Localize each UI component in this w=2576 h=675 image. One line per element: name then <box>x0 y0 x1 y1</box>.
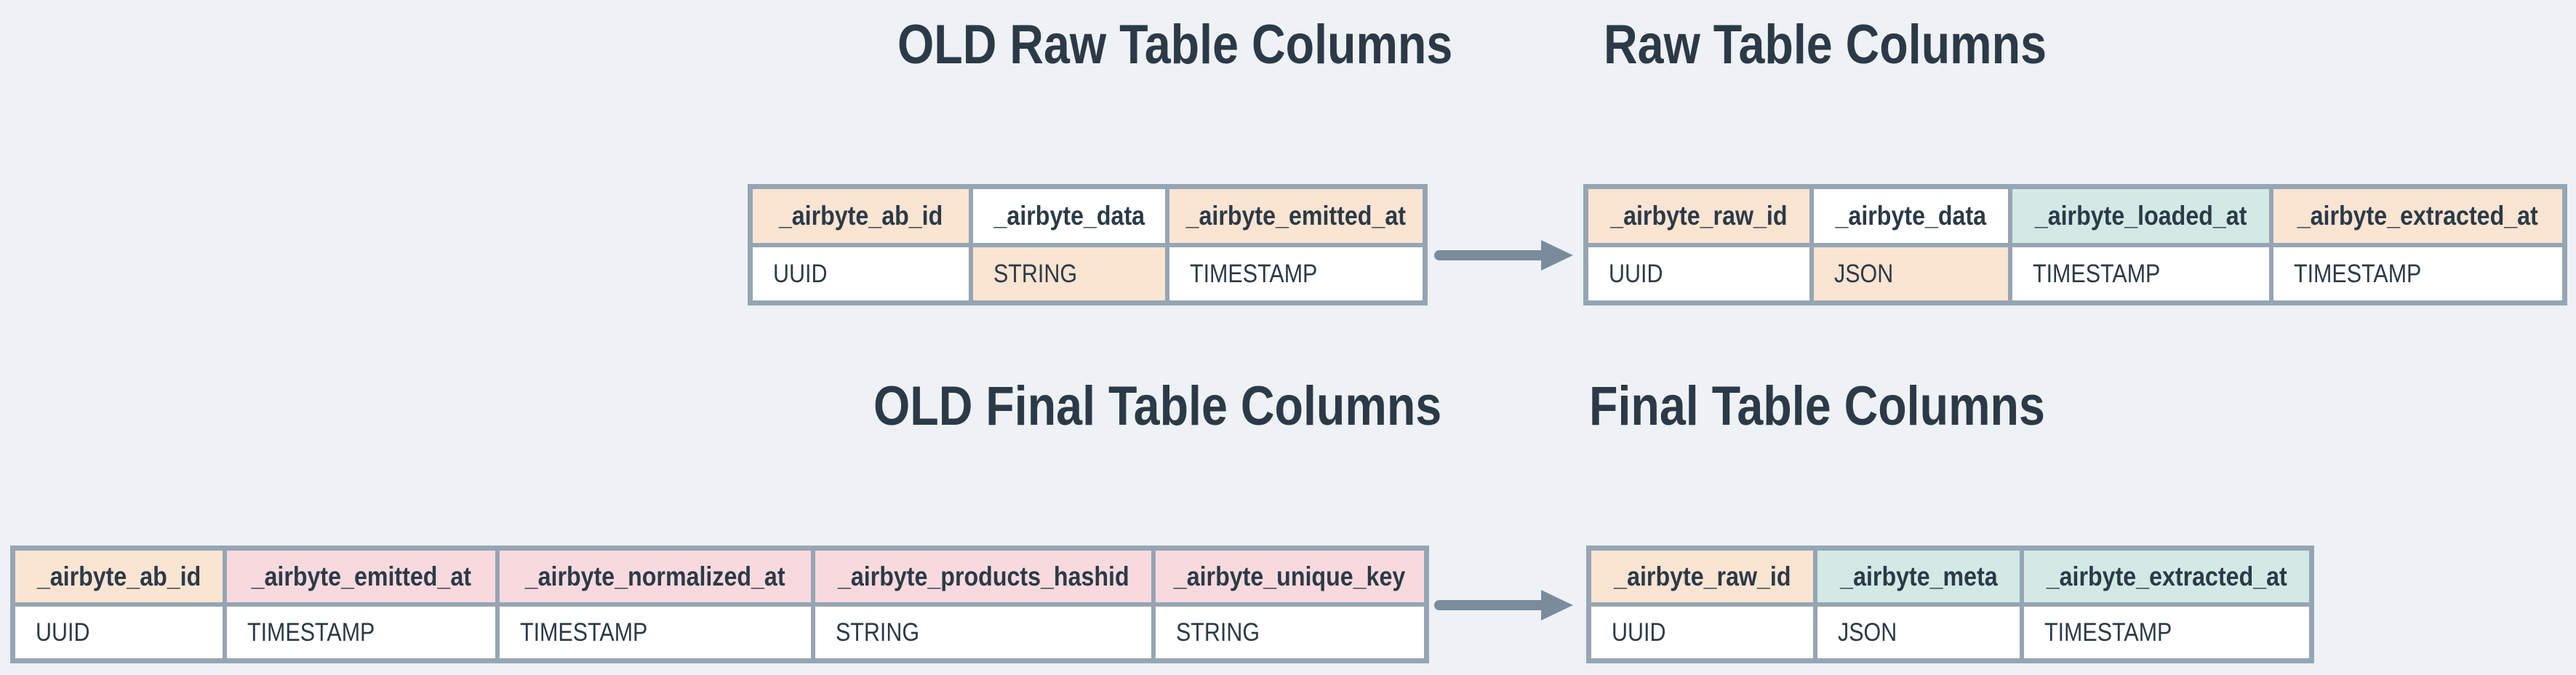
column-header: _airbyte_extracted_at <box>2269 189 2562 243</box>
column-header-label: _airbyte_meta <box>1839 561 1998 591</box>
column-type-label: JSON <box>1834 259 1894 288</box>
column-type: TIMESTAMP <box>2008 247 2269 300</box>
column-type-label: TIMESTAMP <box>2044 618 2172 647</box>
column-header: _airbyte_raw_id <box>1588 189 1809 243</box>
column-type-label: STRING <box>836 618 920 647</box>
column-type: TIMESTAMP <box>223 607 495 658</box>
column-header-label: _airbyte_emitted_at <box>251 561 471 591</box>
column-header: _airbyte_ab_id <box>15 551 223 602</box>
column-header-label: _airbyte_loaded_at <box>2034 201 2247 231</box>
column-type: JSON <box>1813 607 2020 658</box>
column-header-label: _airbyte_extracted_at <box>2297 201 2539 231</box>
column-type: STRING <box>811 607 1151 658</box>
column-header: _airbyte_emitted_at <box>1165 189 1423 243</box>
right-arrow-icon <box>1434 240 1573 271</box>
column-type: TIMESTAMP <box>495 607 811 658</box>
column-header: _airbyte_products_hashid <box>811 551 1151 602</box>
column-type-label: TIMESTAMP <box>2294 259 2422 288</box>
old-final-table-type-row: UUID TIMESTAMP TIMESTAMP STRING STRING <box>15 602 1424 658</box>
column-type: UUID <box>1588 247 1809 300</box>
column-header-label: _airbyte_data <box>993 201 1145 231</box>
column-header-label: _airbyte_normalized_at <box>525 561 785 591</box>
column-type-label: JSON <box>1838 618 1897 647</box>
column-type-label: STRING <box>993 259 1078 288</box>
final-table: _airbyte_raw_id _airbyte_meta _airbyte_e… <box>1586 546 2314 663</box>
column-header: _airbyte_data <box>969 189 1165 243</box>
old-raw-table-type-row: UUID STRING TIMESTAMP <box>753 243 1423 300</box>
column-type: UUID <box>753 247 969 300</box>
final-table-title-text: Final Table Columns <box>1589 375 2045 437</box>
column-header-label: _airbyte_data <box>1835 201 1987 231</box>
column-type-label: TIMESTAMP <box>520 618 648 647</box>
column-header-label: _airbyte_extracted_at <box>2046 561 2287 591</box>
old-final-table: _airbyte_ab_id _airbyte_emitted_at _airb… <box>10 546 1429 663</box>
column-type-label: UUID <box>1609 259 1663 288</box>
column-header: _airbyte_emitted_at <box>223 551 495 602</box>
column-header: _airbyte_data <box>1809 189 2008 243</box>
right-arrow-icon <box>1434 590 1573 620</box>
column-header-label: _airbyte_ab_id <box>36 561 201 591</box>
column-type: STRING <box>969 247 1165 300</box>
final-table-type-row: UUID JSON TIMESTAMP <box>1591 602 2309 658</box>
raw-table-title: Raw Table Columns <box>1604 17 2124 73</box>
column-header-label: _airbyte_unique_key <box>1174 561 1406 591</box>
column-header-label: _airbyte_ab_id <box>778 201 943 231</box>
column-header-label: _airbyte_raw_id <box>1610 201 1788 231</box>
old-raw-table-title: OLD Raw Table Columns <box>897 17 1551 73</box>
column-type: TIMESTAMP <box>1165 247 1423 300</box>
old-final-table-title: OLD Final Table Columns <box>873 379 1542 434</box>
column-header: _airbyte_normalized_at <box>495 551 811 602</box>
column-type: UUID <box>15 607 223 658</box>
column-header: _airbyte_ab_id <box>753 189 969 243</box>
old-raw-table-header-row: _airbyte_ab_id _airbyte_data _airbyte_em… <box>753 189 1423 243</box>
old-raw-table-title-text: OLD Raw Table Columns <box>897 14 1453 76</box>
column-type-label: TIMESTAMP <box>2033 259 2161 288</box>
column-header: _airbyte_meta <box>1813 551 2020 602</box>
column-type-label: UUID <box>1612 618 1666 647</box>
column-header-label: _airbyte_products_hashid <box>837 561 1129 591</box>
column-header: _airbyte_loaded_at <box>2008 189 2269 243</box>
column-type-label: TIMESTAMP <box>1190 259 1318 288</box>
column-type: STRING <box>1151 607 1424 658</box>
raw-table-type-row: UUID JSON TIMESTAMP TIMESTAMP <box>1588 243 2562 300</box>
column-type-label: UUID <box>773 259 828 288</box>
final-table-header-row: _airbyte_raw_id _airbyte_meta _airbyte_e… <box>1591 551 2309 602</box>
column-type: TIMESTAMP <box>2020 607 2309 658</box>
raw-table-header-row: _airbyte_raw_id _airbyte_data _airbyte_l… <box>1588 189 2562 243</box>
column-header-label: _airbyte_emitted_at <box>1185 201 1407 231</box>
column-type: UUID <box>1591 607 1813 658</box>
column-header-label: _airbyte_raw_id <box>1613 561 1791 591</box>
column-header: _airbyte_raw_id <box>1591 551 1813 602</box>
column-type: TIMESTAMP <box>2269 247 2562 300</box>
column-type-label: STRING <box>1176 618 1260 647</box>
column-header: _airbyte_extracted_at <box>2020 551 2309 602</box>
raw-table: _airbyte_raw_id _airbyte_data _airbyte_l… <box>1583 184 2567 305</box>
column-header: _airbyte_unique_key <box>1151 551 1424 602</box>
old-raw-table: _airbyte_ab_id _airbyte_data _airbyte_em… <box>748 184 1428 305</box>
column-type-label: UUID <box>36 618 90 647</box>
old-final-table-title-text: OLD Final Table Columns <box>873 375 1442 437</box>
final-table-title: Final Table Columns <box>1589 379 2126 434</box>
column-type: JSON <box>1809 247 2008 300</box>
raw-table-title-text: Raw Table Columns <box>1604 14 2047 76</box>
column-type-label: TIMESTAMP <box>247 618 375 647</box>
old-final-table-header-row: _airbyte_ab_id _airbyte_emitted_at _airb… <box>15 551 1424 602</box>
